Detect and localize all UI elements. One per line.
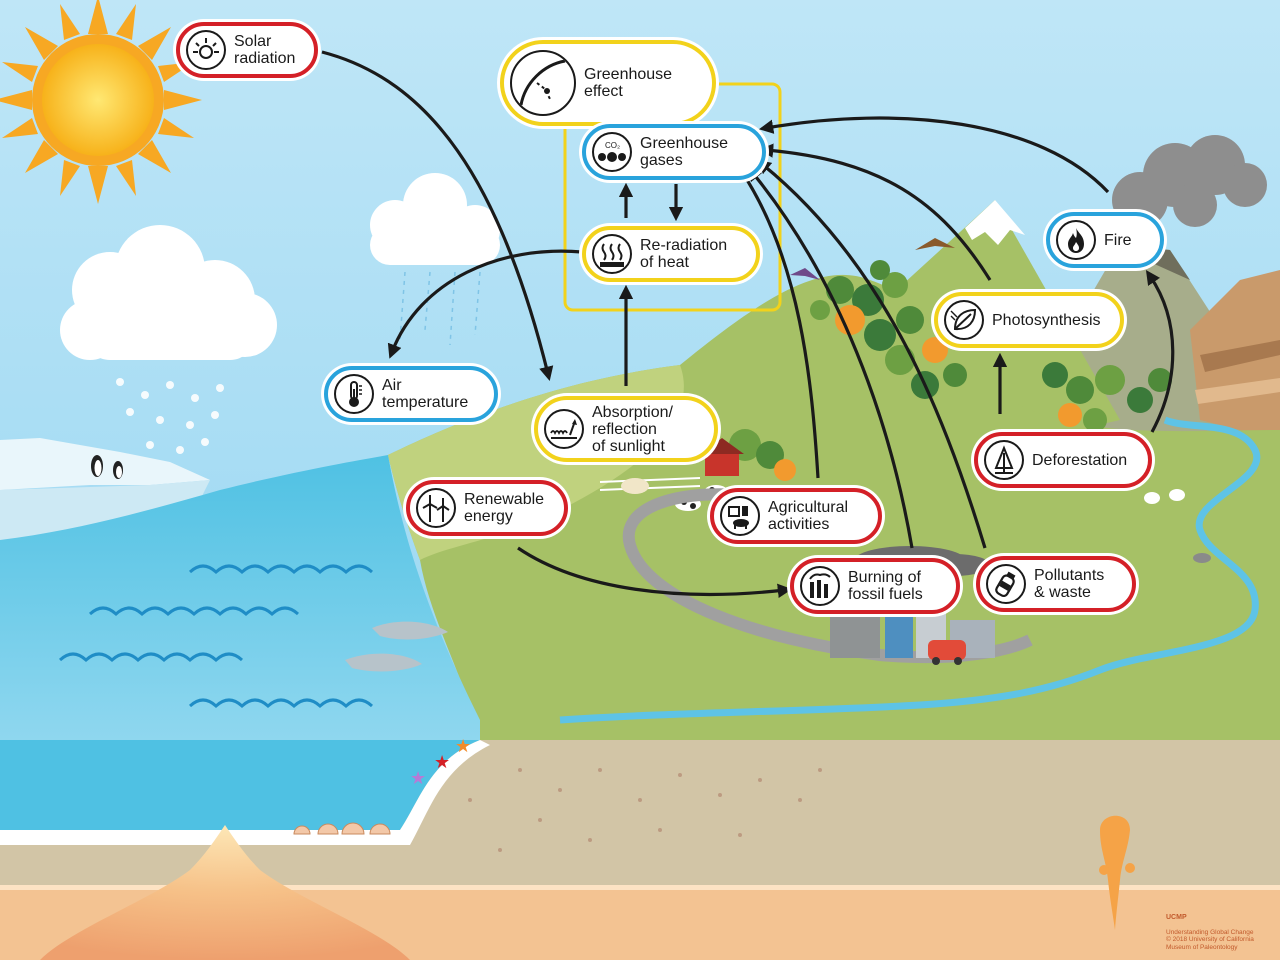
arrow-deforestation-to-fire (1145, 270, 1175, 433)
node-label: Photosynthesis (992, 311, 1101, 329)
node-label: Fire (1104, 231, 1132, 249)
credit-lines: Understanding Global Change © 2018 Unive… (1166, 928, 1254, 951)
arrow-reradiation-to-air (387, 249, 583, 359)
node-label: Greenhouse effect (584, 66, 673, 100)
deep-ocean (0, 740, 480, 830)
node-air-temperature[interactable]: Air temperature (324, 366, 498, 422)
farm-icon (720, 496, 760, 536)
wind-turbine-icon (416, 488, 456, 528)
node-deforestation[interactable]: Deforestation (974, 432, 1152, 488)
node-label: Re-radiation of heat (640, 237, 728, 271)
node-label: Air temperature (382, 377, 469, 411)
heat-waves-icon (592, 234, 632, 274)
credit: UCMP Understanding Global Change © 2018 … (1166, 906, 1254, 959)
node-photosynthesis[interactable]: Photosynthesis (934, 292, 1124, 348)
starfish: ★ ★ ★ (410, 736, 471, 788)
node-renewable-energy[interactable]: Renewable energy (406, 480, 568, 536)
node-label: Burning of fossil fuels (848, 569, 923, 603)
node-label: Deforestation (1032, 451, 1128, 469)
svg-text:★: ★ (410, 768, 426, 788)
node-label: Pollutants & waste (1034, 567, 1105, 601)
node-solar-radiation[interactable]: Solar radiation (176, 22, 318, 78)
smoke (1112, 135, 1267, 228)
sun-icon (186, 30, 226, 70)
dolphins (345, 621, 448, 672)
flame-icon (1056, 220, 1096, 260)
snowfall (116, 378, 224, 454)
arrow-fire-to-gases (758, 116, 1110, 194)
birds (790, 238, 955, 280)
greenhouse-effect-icon (510, 50, 576, 116)
thermometer-icon (334, 374, 374, 414)
sun (0, 0, 202, 204)
shells (293, 822, 391, 835)
node-pollutants-waste[interactable]: Pollutants & waste (976, 556, 1136, 612)
river (559, 416, 1261, 724)
sunlight-absorption-icon (544, 409, 584, 449)
arrows (321, 50, 1175, 598)
co2-molecule-icon: CO₂ (592, 132, 632, 172)
arrow-pollutants-to-gases (756, 159, 987, 549)
co2-text: CO₂ (605, 141, 620, 150)
arrow-fossil-to-gases (747, 166, 914, 549)
svg-text:★: ★ (455, 736, 471, 756)
cloud-middle (370, 173, 500, 265)
waves (58, 564, 374, 709)
leaf-icon (944, 300, 984, 340)
node-absorption-reflection[interactable]: Absorption/ reflection of sunlight (534, 396, 718, 462)
barn (700, 438, 744, 476)
node-fire[interactable]: Fire (1046, 212, 1164, 268)
arrow-photosynthesis-to-gases (758, 143, 992, 281)
factory-icon (800, 566, 840, 606)
node-greenhouse-gases[interactable]: CO₂ Greenhouse gases (582, 124, 766, 180)
node-label: Renewable energy (464, 491, 545, 525)
arrow-agri-to-gases (738, 165, 820, 479)
cloud-left (60, 225, 277, 360)
node-greenhouse-effect[interactable]: Greenhouse effect (500, 40, 716, 126)
bottle-icon (986, 564, 1026, 604)
node-label: Greenhouse gases (640, 135, 729, 169)
node-label: Solar radiation (234, 33, 296, 67)
node-reradiation-of-heat[interactable]: Re-radiation of heat (582, 226, 760, 282)
node-burning-fossil-fuels[interactable]: Burning of fossil fuels (790, 558, 960, 614)
svg-text:★: ★ (434, 752, 450, 772)
penguins (91, 455, 123, 479)
node-agricultural-activities[interactable]: Agricultural activities (710, 488, 882, 544)
arrow-renewable-to-fossil (517, 546, 793, 598)
fence (599, 477, 701, 491)
arrow-solar-to-absorption (321, 50, 554, 381)
tree-icon (984, 440, 1024, 480)
hotspot-plume (1099, 815, 1135, 930)
node-label: Absorption/ reflection of sunlight (592, 403, 673, 455)
credit-brand: UCMP (1166, 913, 1187, 921)
ice-shelf (0, 438, 210, 490)
node-label: Agricultural activities (768, 499, 849, 533)
magma-plume (40, 825, 410, 960)
